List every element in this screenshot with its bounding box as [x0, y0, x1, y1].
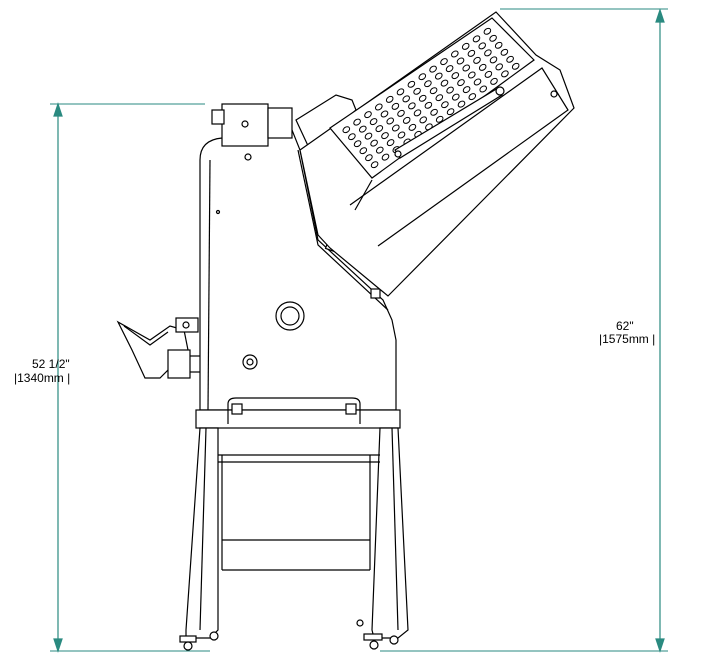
- perforation-hole: [501, 70, 509, 78]
- perforation-hole: [478, 42, 487, 50]
- perforation-hole: [418, 94, 427, 102]
- perforation-hole: [483, 27, 492, 35]
- output-tray: [116, 317, 200, 379]
- perforation-hole: [435, 94, 444, 102]
- perforation-hole: [375, 146, 384, 154]
- perforation-hole: [397, 131, 406, 139]
- perforation-hole: [386, 139, 395, 147]
- perforation-hole: [484, 70, 493, 78]
- perforation-hole: [490, 77, 498, 85]
- perforation-hole: [353, 140, 362, 148]
- perforation-hole: [429, 87, 438, 95]
- perforation-hole: [413, 109, 422, 117]
- perforation-hole: [424, 80, 432, 88]
- perforation-hole: [364, 132, 373, 140]
- perforation-hole: [467, 49, 476, 57]
- feed-hopper: [295, 11, 575, 297]
- perforation-hole: [429, 65, 437, 73]
- perforation-hole: [369, 118, 378, 126]
- perforation-hole: [370, 139, 378, 147]
- perforation-hole: [348, 133, 356, 141]
- machine-body: [199, 103, 397, 411]
- dimension-label-overall-height-imperial: 62": [616, 319, 634, 333]
- perforation-hole: [494, 41, 503, 49]
- perforation-hole: [506, 55, 514, 63]
- perforation-hole: [408, 102, 416, 110]
- perforation-hole: [495, 63, 504, 71]
- perforation-hole: [359, 147, 368, 155]
- perforation-hole: [430, 108, 438, 116]
- perforation-hole: [500, 48, 509, 56]
- perforation-hole: [435, 115, 444, 123]
- dimension-label-feed-height-imperial: 52 1/2": [32, 357, 70, 371]
- perforation-hole: [457, 79, 465, 87]
- perforation-hole: [434, 72, 443, 80]
- perforation-hole: [472, 35, 481, 43]
- perforation-hole: [441, 101, 449, 109]
- perforation-hole: [461, 42, 470, 50]
- perforation-hole: [489, 34, 497, 42]
- perforation-hole: [456, 57, 465, 65]
- perforation-hole: [424, 101, 433, 109]
- perforation-hole: [511, 62, 520, 70]
- perforation-hole: [381, 153, 390, 161]
- perforation-hole: [489, 56, 498, 64]
- perforation-hole: [440, 58, 448, 66]
- perforation-hole: [446, 86, 454, 94]
- perforation-hole: [385, 95, 394, 103]
- perforation-hole: [407, 80, 416, 88]
- hopper-pressure-arm: [394, 86, 505, 159]
- dimension-label-overall-height-metric: |1575mm |: [599, 332, 656, 346]
- perforation-hole: [374, 103, 383, 111]
- perforation-hole: [370, 161, 379, 169]
- perforation-hole: [473, 56, 481, 64]
- perforation-hole: [457, 100, 466, 108]
- perforation-hole: [479, 85, 488, 93]
- dimension-label-feed-height-metric: |1340mm |: [14, 371, 71, 385]
- perforation-hole: [342, 126, 351, 134]
- perforation-hole: [418, 73, 427, 81]
- perforation-hole: [375, 125, 384, 133]
- perforation-hole: [396, 88, 405, 96]
- perforation-hole: [484, 49, 492, 57]
- perforation-hole: [413, 87, 421, 95]
- perforation-hole: [364, 111, 372, 119]
- perforation-hole: [402, 116, 411, 124]
- perforation-hole: [380, 110, 389, 118]
- perforation-hole: [386, 117, 395, 125]
- perforation-hole: [358, 125, 367, 133]
- perforation-hole: [381, 132, 389, 140]
- perforation-hole: [451, 93, 460, 101]
- perforation-hole: [419, 116, 428, 124]
- perforation-hole: [451, 72, 460, 80]
- dimension-line-left: [50, 102, 210, 653]
- perforation-hole: [353, 118, 361, 126]
- perforation-hole: [402, 95, 411, 103]
- perforation-hole: [391, 124, 400, 132]
- dimension-line-right: [380, 8, 668, 653]
- perforation-hole: [478, 63, 487, 71]
- machine-stand: [179, 397, 409, 651]
- perforation-hole: [391, 102, 400, 110]
- perforation-hole: [462, 86, 471, 94]
- perforation-hole: [450, 50, 459, 58]
- perforation-hole: [473, 78, 482, 86]
- perforation-hole: [397, 109, 405, 117]
- perforation-hole: [467, 71, 476, 79]
- perforation-hole: [446, 108, 455, 116]
- perforation-hole: [468, 93, 477, 101]
- perforation-hole: [445, 65, 454, 73]
- perforation-hole: [462, 64, 471, 72]
- perforation-hole: [365, 154, 373, 162]
- perforation-hole: [440, 79, 449, 87]
- perforation-hole: [408, 123, 417, 131]
